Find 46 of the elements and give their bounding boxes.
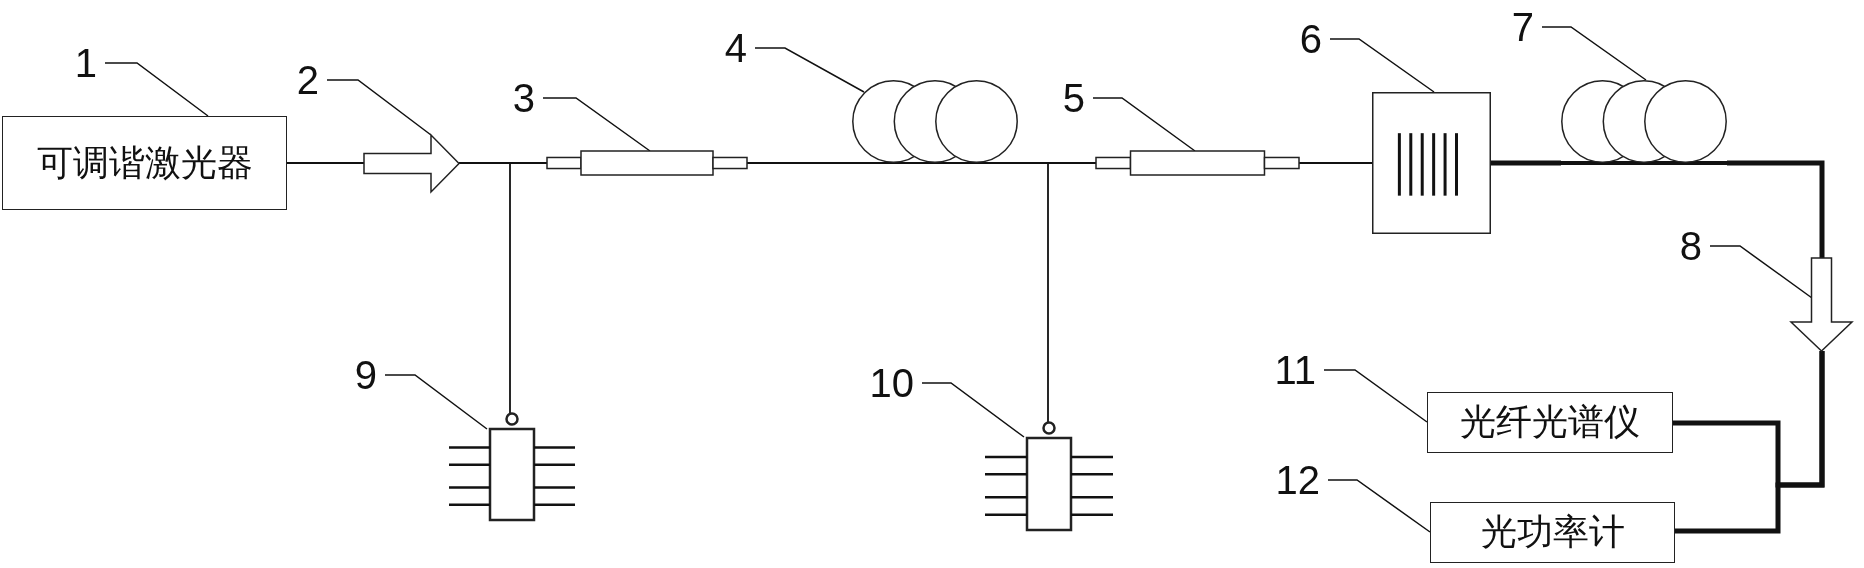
leader-line [384, 374, 488, 430]
leader-line [326, 79, 432, 136]
leader-line [1329, 38, 1435, 93]
instrument-box [1427, 392, 1673, 453]
fiber-coupler-symbol [1096, 151, 1299, 175]
leader-line [1092, 97, 1196, 152]
callout-number: 6 [1299, 19, 1330, 59]
leader-line [1327, 479, 1431, 533]
callout-number: 7 [1511, 7, 1542, 47]
fiber-coil-symbol [1561, 80, 1727, 163]
optical-fiber-line [1298, 162, 1373, 164]
callout-number: 3 [512, 78, 543, 118]
optical-fiber-line [1727, 160, 1825, 258]
leader-line [754, 47, 865, 93]
optical-fiber-line [1017, 162, 1049, 424]
instrument-box [2, 116, 287, 210]
instrument-box [1430, 502, 1675, 563]
optical-fiber-line [746, 162, 853, 164]
instrument-label: 可调谐激光器 [36, 140, 253, 185]
instrument-label: 光功率计 [1480, 510, 1625, 554]
leader-line [1541, 26, 1647, 81]
grating-box [1372, 92, 1491, 234]
fiber-coil-symbol [852, 80, 1018, 163]
callout-number: 5 [1062, 78, 1093, 118]
callout-number: 2 [296, 60, 327, 100]
callout-number: 12 [1275, 460, 1328, 500]
optical-fiber-line [286, 162, 365, 164]
callout-number: 10 [869, 363, 922, 403]
leader-line [542, 97, 651, 152]
leader-line [921, 382, 1025, 438]
optical-fiber-line [1675, 351, 1825, 534]
callout-number: 4 [724, 28, 755, 68]
callout-number: 11 [1274, 350, 1324, 390]
leader-line [1323, 369, 1428, 423]
instrument-label: 光纤光谱仪 [1460, 400, 1640, 444]
leader-line [104, 62, 209, 117]
callout-number: 8 [1679, 226, 1710, 266]
arrow-symbol [364, 135, 459, 192]
fiber-coupler-symbol [547, 151, 747, 175]
optical-fiber-line [1491, 160, 1561, 166]
callout-number: 1 [74, 43, 105, 83]
photodetector-symbol [449, 413, 575, 521]
callout-number: 9 [354, 355, 385, 395]
arrow-symbol [1791, 258, 1852, 351]
optical-fiber-line [458, 162, 511, 415]
photodetector-symbol [985, 422, 1113, 531]
